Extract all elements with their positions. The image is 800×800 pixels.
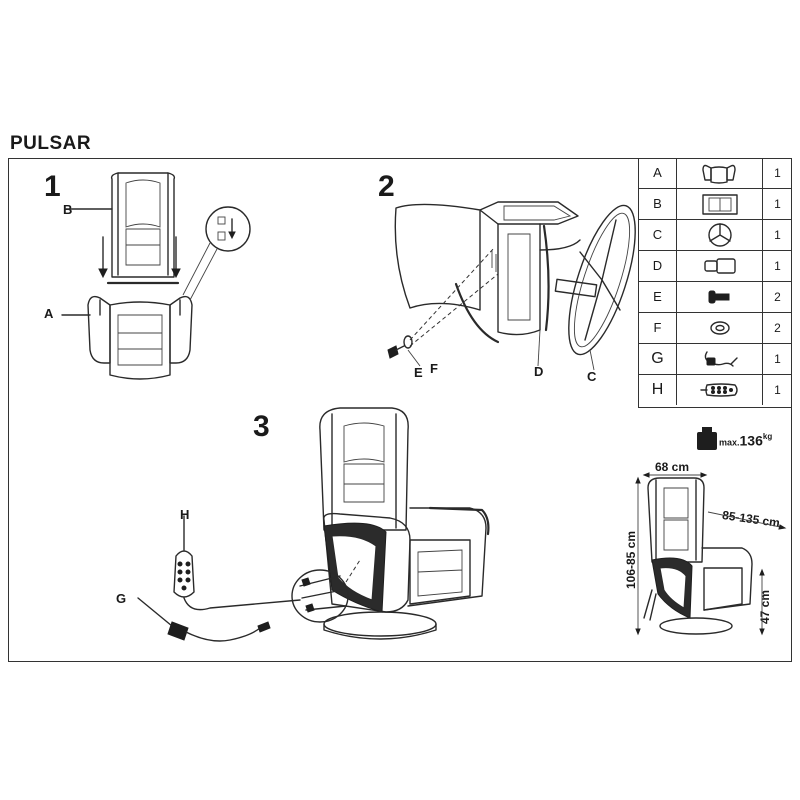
parts-row-c: C 1 bbox=[639, 220, 792, 251]
remote-control-icon bbox=[700, 383, 738, 397]
max-load-prefix: max. bbox=[719, 437, 740, 448]
star-base-drawing bbox=[554, 204, 636, 356]
part-qty: 1 bbox=[774, 228, 781, 242]
part-qty: 2 bbox=[774, 321, 781, 335]
product-title: PULSAR bbox=[10, 133, 92, 154]
parts-row-d: D 1 bbox=[639, 251, 792, 282]
part-letter: G bbox=[639, 344, 677, 374]
step-2-label-c: C bbox=[587, 369, 597, 384]
step-3-illustration bbox=[137, 407, 490, 642]
max-load-label: max.136kg bbox=[719, 432, 772, 450]
recliner-drawing bbox=[319, 407, 490, 640]
step-2-label-f: F bbox=[430, 361, 438, 376]
parts-row-a: A 1 bbox=[639, 158, 792, 189]
step-2-label-e: E bbox=[414, 365, 423, 380]
parts-row-h: H 1 bbox=[639, 375, 792, 406]
part-letter: E bbox=[639, 282, 677, 312]
part-qty: 2 bbox=[774, 290, 781, 304]
weight-icon bbox=[697, 427, 717, 450]
remote-control-icon bbox=[173, 515, 301, 611]
connection-detail-circle bbox=[291, 559, 361, 623]
step-3-number: 3 bbox=[253, 410, 270, 443]
bolt-icon bbox=[387, 345, 405, 359]
step-3-label-g: G bbox=[116, 591, 127, 606]
step-1-number: 1 bbox=[44, 170, 61, 203]
part-qty: 1 bbox=[774, 259, 781, 273]
chair-base-icon bbox=[702, 164, 736, 184]
washer-icon bbox=[403, 335, 413, 349]
dimension-width: 68 cm bbox=[655, 460, 690, 474]
part-letter: B bbox=[639, 189, 677, 219]
backrest-icon bbox=[702, 194, 738, 215]
part-letter: H bbox=[639, 375, 677, 405]
max-load-unit: kg bbox=[762, 432, 773, 441]
star-base-icon bbox=[708, 223, 732, 247]
bolt-icon bbox=[708, 290, 730, 304]
step-3-label-h: H bbox=[180, 507, 190, 522]
zoom-detail-circle bbox=[182, 206, 251, 301]
max-load-value: 136 bbox=[739, 432, 763, 449]
part-letter: D bbox=[639, 251, 677, 281]
part-qty: 1 bbox=[774, 383, 781, 397]
step-2-label-d: D bbox=[534, 364, 544, 379]
backrest-drawing bbox=[64, 172, 180, 285]
part-qty: 1 bbox=[774, 352, 781, 366]
step-2-illustration bbox=[387, 201, 636, 371]
parts-table: A 1 B 1 C 1 D bbox=[638, 158, 792, 408]
step-1-label-a: A bbox=[44, 306, 54, 321]
step-2-number: 2 bbox=[378, 170, 395, 203]
parts-row-b: B 1 bbox=[639, 189, 792, 220]
power-adapter-icon bbox=[704, 351, 738, 367]
part-qty: 1 bbox=[774, 197, 781, 211]
part-letter: A bbox=[639, 158, 677, 188]
power-adapter-icon bbox=[137, 597, 271, 642]
chair-base-drawing bbox=[61, 295, 193, 380]
parts-row-e: E 2 bbox=[639, 282, 792, 313]
part-letter: F bbox=[639, 313, 677, 343]
part-letter: C bbox=[639, 220, 677, 250]
step-1-illustration bbox=[61, 172, 251, 380]
instruction-frame bbox=[8, 158, 792, 662]
recliner-small-drawing bbox=[643, 477, 753, 635]
parts-row-g: G 1 bbox=[639, 344, 792, 375]
parts-row-f: F 2 bbox=[639, 313, 792, 344]
part-qty: 1 bbox=[774, 166, 781, 180]
down-arrow-icon bbox=[98, 236, 181, 279]
tube-connector-icon bbox=[704, 258, 736, 274]
washer-icon bbox=[710, 321, 730, 335]
dimension-illustration bbox=[635, 472, 787, 636]
